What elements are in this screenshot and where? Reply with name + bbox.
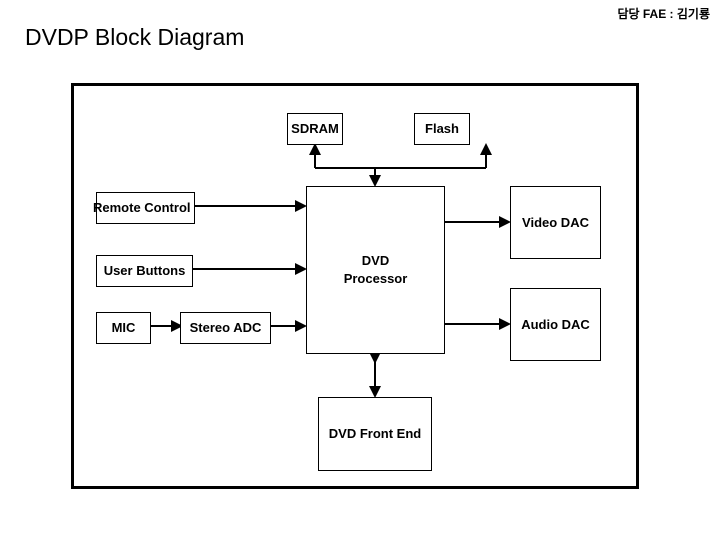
stereo-adc-block: Stereo ADC <box>180 312 271 344</box>
dvd-processor-label-line1: DVD <box>361 253 390 268</box>
stereo-adc-label: Stereo ADC <box>189 320 262 335</box>
page-title: DVDP Block Diagram <box>25 24 245 50</box>
sdram-label: SDRAM <box>291 121 339 136</box>
dvd-front-end-block: DVD Front End <box>318 397 432 471</box>
flash-block: Flash <box>414 113 470 145</box>
dvd-front-end-label: DVD Front End <box>328 426 422 441</box>
audio-dac-block: Audio DAC <box>510 288 601 361</box>
dvd-processor-label-line2: Processor <box>343 271 408 286</box>
user-buttons-block: User Buttons <box>96 255 193 287</box>
fae-label: 담당 FAE : 김기룡 <box>617 7 710 21</box>
remote-control-block: Remote Control <box>93 192 195 224</box>
video-dac-label: Video DAC <box>522 214 589 230</box>
user-buttons-label: User Buttons <box>103 263 186 278</box>
mic-label: MIC <box>111 320 136 335</box>
remote-control-label: Remote Control <box>93 200 191 215</box>
diagram-frame <box>71 83 639 489</box>
flash-label: Flash <box>425 121 459 136</box>
dvd-processor-block: DVD Processor <box>306 186 445 354</box>
audio-dac-label: Audio DAC <box>521 316 590 332</box>
mic-block: MIC <box>96 312 151 344</box>
sdram-block: SDRAM <box>287 113 343 145</box>
video-dac-block: Video DAC <box>510 186 601 259</box>
